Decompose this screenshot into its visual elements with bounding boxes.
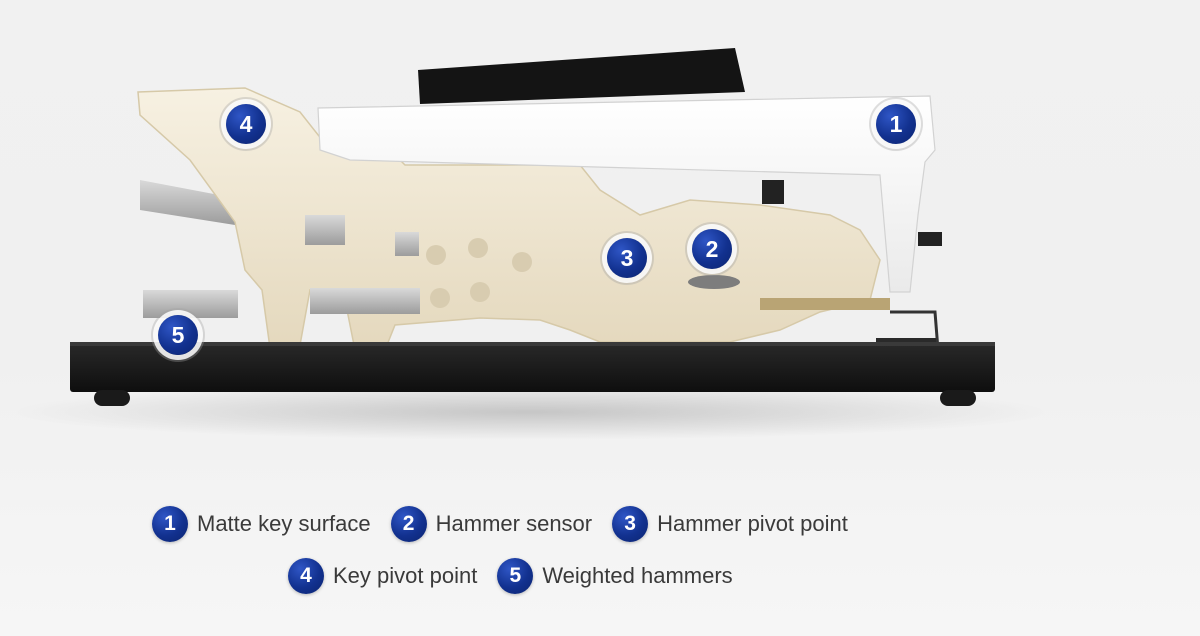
floor-shadow (10, 384, 1050, 440)
legend-label-4: Key pivot point (333, 563, 478, 588)
legend-badge-1: 1 (152, 506, 188, 542)
legend-row-1: 1 Matte key surface 2 Hammer sensor 3 Ha… (152, 506, 868, 542)
frame-hole (512, 252, 532, 272)
legend-item-2: 2 Hammer sensor (390, 506, 593, 542)
base-plate-highlight (70, 342, 995, 346)
metal-bracket (395, 232, 419, 256)
wire (890, 310, 940, 351)
callout-badge-1: 1 (876, 104, 916, 144)
metal-bracket (310, 288, 420, 314)
metal-plate-bottom (143, 290, 238, 318)
base-foot (940, 390, 976, 406)
frame-hole (468, 238, 488, 258)
legend-label-5: Weighted hammers (542, 563, 733, 588)
sensor-cushion (688, 275, 740, 289)
legend-badge-5: 5 (497, 558, 534, 594)
frame-hole (470, 282, 490, 302)
base-foot (94, 390, 130, 406)
callout-badge-3: 3 (607, 238, 647, 278)
sensor-block (918, 232, 942, 246)
callout-badge-5: 5 (158, 315, 198, 355)
callout-badge-4: 4 (226, 104, 266, 144)
legend-item-1: 1 Matte key surface (152, 506, 371, 542)
legend-label-1: Matte key surface (197, 511, 371, 536)
white-key (317, 95, 936, 293)
frame-hole (426, 245, 446, 265)
legend-label-2: Hammer sensor (435, 511, 593, 536)
legend-label-3: Hammer pivot point (657, 511, 848, 536)
frame-hole (430, 288, 450, 308)
legend-item-5: 5 Weighted hammers (497, 558, 733, 594)
legend-item-4: 4 Key pivot point (288, 558, 477, 594)
metal-plate-top (140, 180, 235, 225)
circuit-board (760, 298, 890, 310)
legend-item-3: 3 Hammer pivot point (612, 506, 848, 542)
legend-badge-4: 4 (288, 558, 324, 594)
base-plate (70, 342, 995, 392)
legend-badge-3: 3 (612, 506, 649, 542)
black-key (418, 48, 745, 104)
legend-row-2: 4 Key pivot point 5 Weighted hammers (288, 558, 753, 594)
callout-badge-2: 2 (692, 229, 732, 269)
sensor-block (762, 180, 784, 204)
legend-badge-2: 2 (390, 506, 427, 542)
metal-bracket (305, 215, 345, 245)
